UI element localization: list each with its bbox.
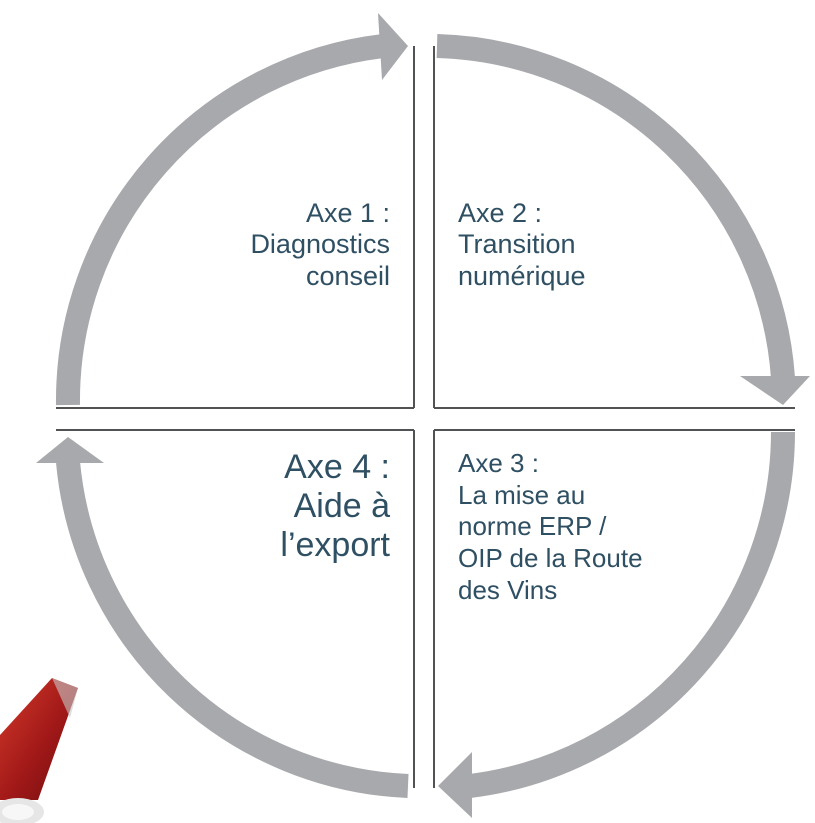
cycle-arrow-icon	[55, 34, 795, 798]
quadrant-label-axe-2: Axe 2 : Transition numérique	[458, 198, 586, 292]
arc-bottom-left	[56, 460, 409, 798]
arrowhead-top	[378, 13, 408, 80]
axe-3-line-5: des Vins	[458, 574, 558, 605]
axe-4-line-1: Axe 4 :	[284, 448, 390, 486]
arc-top-right	[436, 34, 795, 379]
quadrant-label-axe-3: Axe 3 : La mise au norme ERP / OIP de la…	[458, 448, 643, 607]
arc-bottom-right	[468, 431, 795, 798]
axe-1-line-2: Diagnostics	[250, 229, 390, 260]
axe-2-line-3: numérique	[458, 260, 586, 291]
arrowhead-left	[36, 437, 104, 463]
axe-3-line-1: Axe 3 :	[458, 448, 539, 478]
axe-4-line-3: l’export	[280, 525, 390, 564]
axe-4-line-2: Aide à	[293, 486, 390, 525]
axe-3-line-4: OIP de la Route	[458, 543, 643, 574]
quadrant-label-axe-4: Axe 4 : Aide à l’export	[280, 448, 390, 564]
quadrant-label-axe-1: Axe 1 : Diagnostics conseil	[250, 198, 390, 292]
axe-2-line-2: Transition	[458, 229, 576, 260]
axe-1-line-1: Axe 1 :	[305, 198, 390, 228]
axe-1-line-3: conseil	[305, 260, 390, 291]
axe-3-line-2: La mise au	[458, 479, 586, 510]
axe-2-line-1: Axe 2 :	[458, 198, 543, 228]
arrowhead-right	[740, 376, 810, 405]
red-arrow-icon	[0, 678, 78, 823]
axe-3-line-3: norme ERP /	[458, 511, 607, 542]
arrowhead-bottom	[438, 752, 472, 818]
arc-top-left	[55, 34, 385, 406]
